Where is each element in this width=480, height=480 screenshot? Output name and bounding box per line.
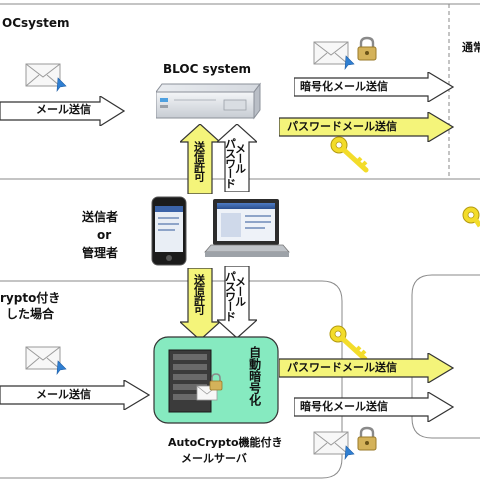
mail-send-label-bottom: メール送信 [36,388,91,401]
password-send-label-top: パスワードメール送信 [287,120,397,133]
envelope-icon-bottom [25,346,67,375]
lock-icon-bottom [357,426,377,451]
system-title-fragment: OCsystem [2,16,70,30]
key-icon [330,136,369,173]
password-mail-up-arrow-top [217,124,257,192]
mail-send-label-top: メール送信 [36,103,91,116]
sender-label: 送信者 [82,210,119,224]
encrypted-send-arrow-top [294,72,454,102]
password-mail-col-top-2: メール [233,143,247,173]
password-send-arrow-bottom [279,353,454,383]
password-send-arrow-top [279,112,454,142]
envelope-icon [25,63,67,92]
send-permit-label-top: 送信許可 [192,141,206,181]
send-permit-down-arrow [180,268,220,340]
admin-label: 管理者 [82,246,119,260]
mail-send-arrow-bottom [0,380,150,410]
key-icon-bottom [329,325,368,362]
auto-encrypt-label: 自動暗号化 [247,346,262,406]
or-label: or [97,228,112,242]
send-permit-label-bottom: 送信許可 [192,274,206,314]
password-mail-col-bottom-2: メール [233,276,247,306]
recipient-box-outline [411,274,480,439]
password-mail-col-top-1: パスワード [223,138,237,188]
laptop-icon [204,199,290,257]
key-icon-right [462,206,480,228]
bloc-server-icon [156,82,261,120]
autocrypto-server-box [153,336,279,424]
encrypted-send-label-bottom: 暗号化メール送信 [300,400,388,413]
encrypted-send-arrow-bottom [294,392,454,422]
lower-section-outline [0,280,343,479]
right-top-label: 通常 [462,41,480,54]
password-mail-col-bottom-1: パスワード [223,271,237,321]
encrypted-envelope-icon [313,41,355,70]
mail-server-label-line1: AutoCrypto機能付き [168,436,283,449]
password-mail-down-arrow [217,266,257,338]
server-label: BLOC system [163,62,252,76]
smartphone-icon [151,196,187,266]
encrypted-envelope-icon-bottom [313,431,355,460]
lock-icon [357,36,377,61]
section2-title-line1: rypto付き [0,291,61,305]
mail-server-label-line2: メールサーバ [181,452,247,465]
encrypted-send-label-top: 暗号化メール送信 [300,80,388,93]
section2-title-line2: した場合 [6,307,55,321]
password-send-label-bottom: パスワードメール送信 [287,361,397,374]
mail-send-arrow-top [0,96,125,126]
